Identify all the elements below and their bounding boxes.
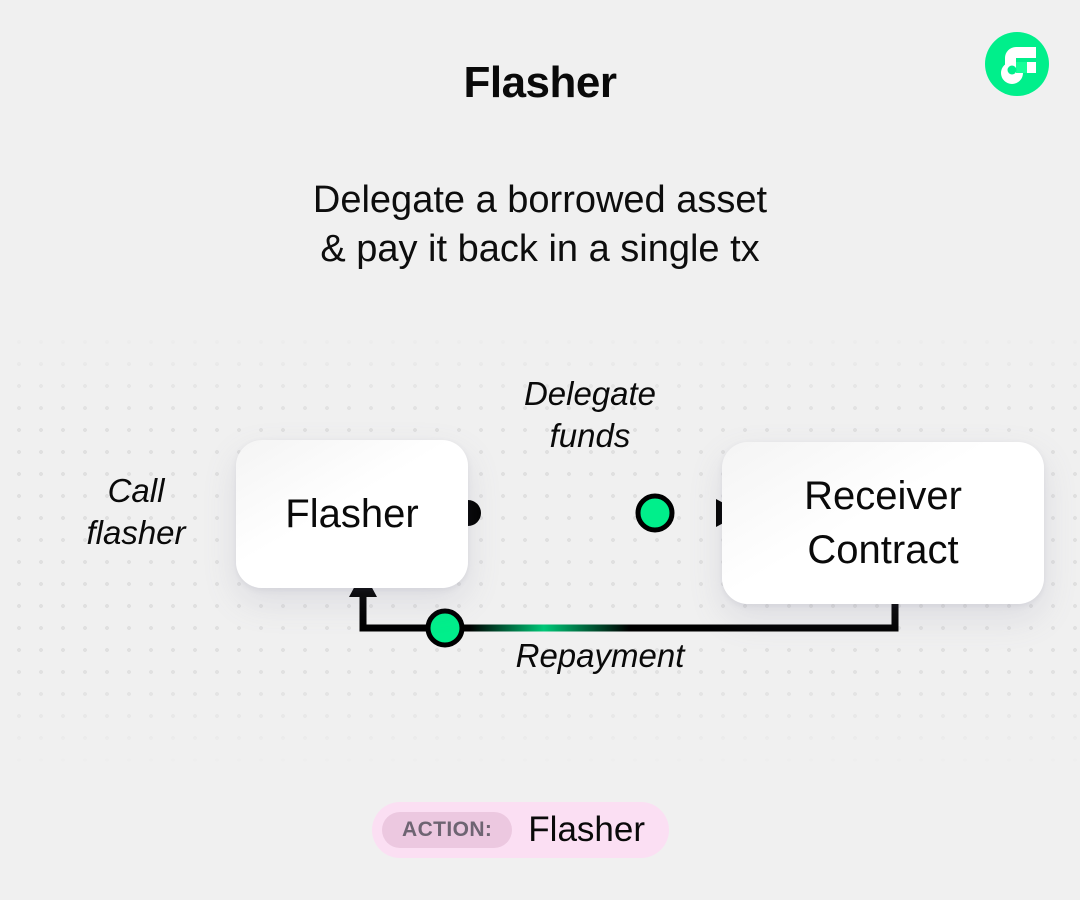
edge-label-delegate-line-1: Delegate [523, 375, 657, 412]
edge-label-repayment-line-1: Repayment [515, 637, 685, 674]
node-flasher[interactable]: Flasher [236, 440, 468, 588]
edge-label-call-line-2: flasher [86, 514, 186, 551]
page-title: Flasher [463, 58, 617, 107]
flow-logo-icon [985, 32, 1049, 96]
page-subtitle: Delegate a borrowed asset & pay it back … [0, 176, 1080, 274]
edge-label-call-line-1: Call [107, 472, 165, 509]
node-flasher-label: Flasher [285, 487, 418, 541]
action-badge-value: Flasher [528, 810, 646, 849]
edge-label-delegate-funds: Delegate funds [470, 373, 710, 457]
node-receiver-label-line-1: Receiver [804, 474, 962, 518]
subtitle-line-2: & pay it back in a single tx [320, 228, 760, 270]
edge-label-delegate-line-2: funds [549, 417, 631, 454]
node-flasher-label-line-1: Flasher [285, 492, 419, 536]
node-receiver-label-line-2: Contract [807, 528, 959, 572]
node-receiver-contract[interactable]: Receiver Contract [722, 442, 1044, 604]
action-badge: ACTION: Flasher [372, 802, 670, 858]
edge-delegate-funds [455, 493, 742, 533]
node-receiver-label: Receiver Contract [804, 469, 962, 577]
edge-label-repayment: Repayment [440, 635, 760, 677]
action-badge-chip: ACTION: [382, 812, 513, 848]
subtitle-line-1: Delegate a borrowed asset [312, 179, 768, 221]
edge-label-call-flasher: Call flasher [36, 470, 236, 554]
diagram-stage: Flasher Receiver Contract Call flasher D… [0, 325, 1080, 765]
